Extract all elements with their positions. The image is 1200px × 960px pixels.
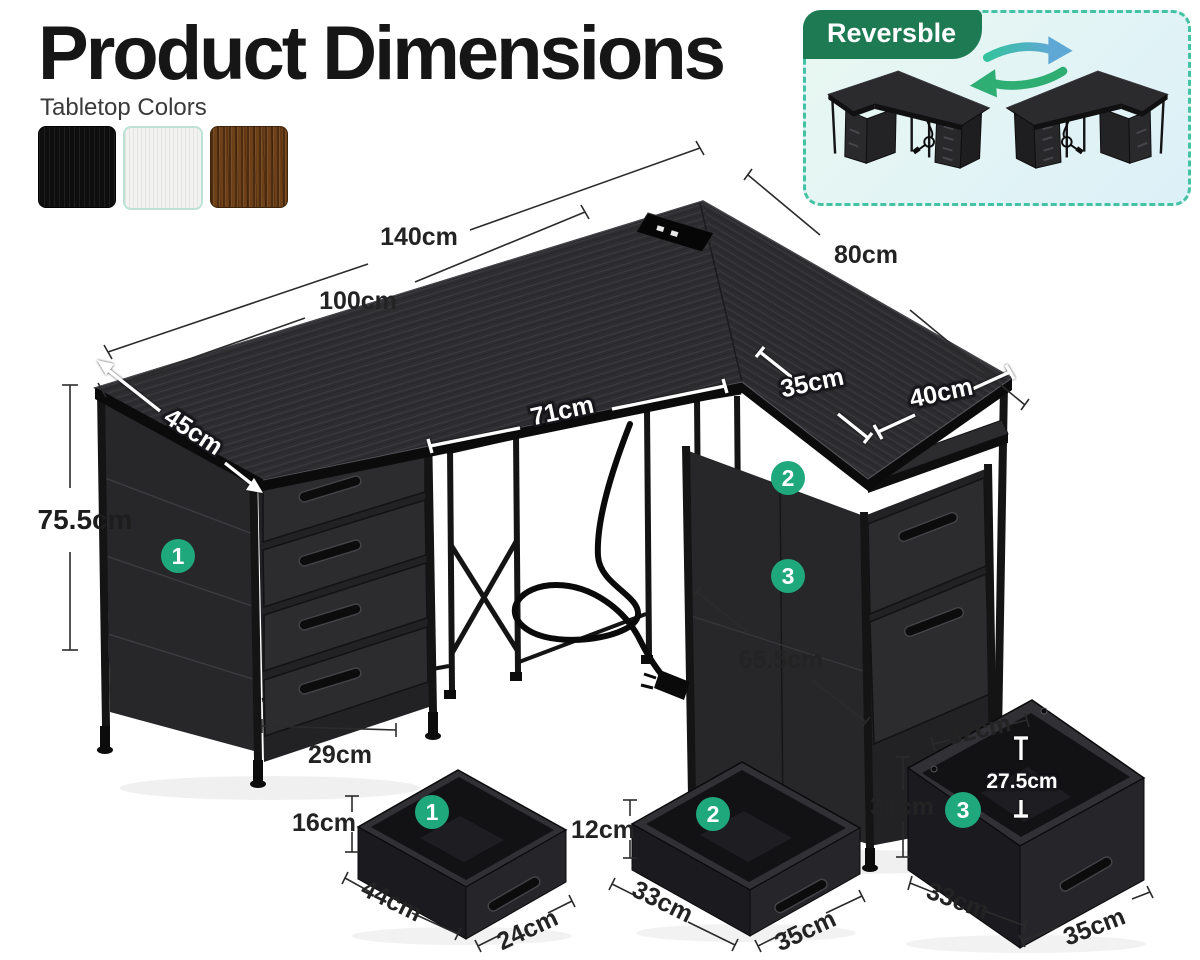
page-title: Product Dimensions bbox=[38, 11, 726, 96]
drawer-figure-1: 1 bbox=[356, 769, 568, 940]
dim-65-5cm: 65.5cm bbox=[692, 586, 871, 728]
dim-100cm: 100cm bbox=[97, 204, 590, 398]
dim-75-5cm: 75.5cm bbox=[38, 384, 133, 651]
dim-label-wing-length: 80cm bbox=[834, 241, 898, 269]
dim-80cm: 80cm bbox=[743, 168, 1030, 411]
desk-marker-1: 1 bbox=[161, 539, 195, 573]
left-drawer-unit bbox=[97, 392, 441, 788]
desk-marker-2: 2 bbox=[771, 461, 805, 495]
fig3-height-label: 31cm bbox=[870, 793, 934, 821]
dim-label-top-length: 140cm bbox=[380, 223, 458, 251]
swatch-rustic-brown-icon bbox=[210, 126, 288, 208]
dim-label-drawer-unit-width: 29cm bbox=[308, 741, 372, 769]
tabletop-colors-label: Tabletop Colors bbox=[40, 94, 207, 121]
power-outlet-icon bbox=[635, 212, 715, 253]
dim-29cm: 29cm bbox=[261, 719, 397, 769]
desk-top bbox=[93, 200, 1014, 491]
swatch-white-icon bbox=[123, 126, 203, 210]
dim-label-height: 75.5cm bbox=[38, 504, 133, 535]
svg-text:1: 1 bbox=[426, 799, 439, 825]
tabletop-color-swatches bbox=[38, 126, 288, 210]
dim-label-left-section: 100cm bbox=[319, 287, 397, 315]
dim-140cm: 140cm bbox=[103, 140, 705, 360]
desk-marker-3: 3 bbox=[771, 559, 805, 593]
svg-text:2: 2 bbox=[707, 801, 720, 827]
fig3-inner-height-label: 27.5cm bbox=[986, 770, 1057, 793]
reversible-illustration bbox=[827, 36, 1169, 170]
svg-text:3: 3 bbox=[782, 563, 795, 589]
swap-left-arrow-icon bbox=[969, 66, 1068, 98]
power-plug-icon bbox=[654, 670, 690, 700]
dim-label-cabinet-span: 65.5cm bbox=[739, 646, 824, 674]
svg-text:2: 2 bbox=[782, 465, 795, 491]
svg-text:1: 1 bbox=[172, 543, 185, 569]
power-cord bbox=[511, 421, 690, 700]
reversible-badge: Reversble bbox=[803, 10, 983, 59]
svg-text:3: 3 bbox=[957, 797, 970, 823]
drawer-figure-3: 3 bbox=[906, 699, 1146, 949]
reversible-panel: Reversble bbox=[803, 10, 1191, 206]
swap-right-arrow-icon bbox=[982, 36, 1073, 65]
swatch-black-icon bbox=[38, 126, 116, 208]
fig2-height-label: 12cm bbox=[571, 816, 635, 844]
drawer-figure-2: 2 bbox=[630, 761, 862, 937]
fig1-height-label: 16cm bbox=[292, 809, 356, 837]
